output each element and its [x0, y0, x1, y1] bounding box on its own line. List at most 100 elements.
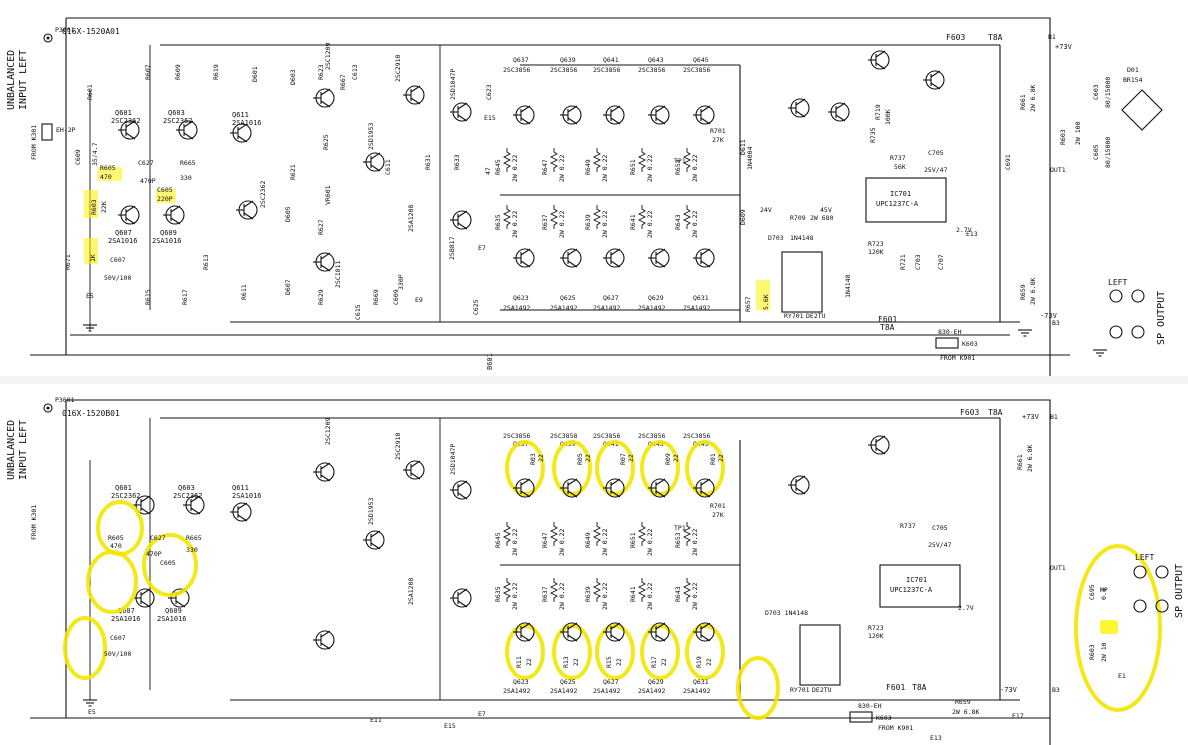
- r709-label: R709: [790, 214, 806, 222]
- bottom-relay-body: [799, 624, 841, 686]
- top-upper-transistor-part-q637: 2SC3856: [503, 66, 530, 74]
- input-jack: [43, 33, 53, 43]
- bottom-input-label-line2: INPUT LEFT: [18, 420, 29, 480]
- bottom-q621-part: 2SA1208: [407, 578, 415, 605]
- top-upper-transistor-part-q645: 2SC3856: [683, 66, 710, 74]
- left-label: LEFT: [1108, 278, 1127, 287]
- r605-value: 470: [100, 173, 112, 181]
- top-schematic: UNBALANCED INPUT LEFT P3601 016X-1520A01…: [6, 17, 1167, 380]
- bottom-v27-label: 2.7V: [958, 604, 974, 612]
- bottom-lower-transistor-part-q631: 2SA1492: [683, 687, 710, 695]
- bottom-from-k901-label: FROM K901: [878, 724, 913, 732]
- r701-value: 27K: [712, 136, 724, 144]
- bottom-lower-base-resistor-r13: R13: [562, 656, 570, 668]
- bottom-q601-part: 2SC2362: [111, 492, 141, 500]
- c627-value: 470P: [140, 177, 156, 185]
- ic701-part: UPC1237C-A: [876, 200, 919, 208]
- highlight-ring-input-2: [142, 533, 198, 597]
- bottom-r605-label: R605: [108, 534, 124, 542]
- bottom-upper-base-resistor-value-r03: 22: [537, 454, 545, 462]
- top-border: [66, 17, 1051, 380]
- r603-label: R603: [90, 199, 98, 215]
- r615-label: R615: [144, 289, 152, 305]
- bottom-emitter-resistor-value-r637: 2W 0.22: [558, 583, 566, 610]
- bottom-lower-transistor-label-q627: Q627: [603, 678, 619, 686]
- bottom-emitter-resistor-value-r635: 2W 0.22: [511, 583, 519, 610]
- top-lower-transistor-part-q625: 2SA1492: [550, 304, 577, 312]
- bottom-border: [66, 399, 1051, 745]
- bottom-r661-value: 2W 6.8K: [1026, 445, 1034, 472]
- highlight-ring-input-3: [86, 550, 138, 614]
- c705-label: C705: [928, 149, 944, 157]
- e7-label: E7: [478, 244, 486, 252]
- r619-label: R619: [212, 64, 220, 80]
- bottom-ic701-label: IC701: [906, 576, 927, 584]
- q603-part: 2SC2362: [163, 117, 193, 125]
- bridge-rectifier: [1121, 89, 1163, 131]
- bottom-lower-transistor-label-q625: Q625: [560, 678, 576, 686]
- bottom-upper-transistor-part-q639: 2SC3858: [550, 432, 577, 440]
- c705-value: 25V/47: [924, 166, 948, 174]
- v27-label: 2.7V: [956, 226, 972, 234]
- r709-value: 2W 680: [810, 214, 834, 222]
- top-emitter-resistor-value-r639: 2W 0.22: [601, 211, 609, 238]
- top-emitter-resistor-label-r649: R649: [584, 159, 592, 175]
- r667-label: R667: [339, 74, 347, 90]
- r671-label: R671: [64, 254, 72, 270]
- r737-label: R737: [890, 154, 906, 162]
- q613-symbol: [312, 88, 335, 108]
- top-emitter-resistor-value-r647: 2W 0.22: [558, 155, 566, 182]
- k603-header-type: 830-EH: [938, 328, 962, 336]
- q607-part: 2SA1016: [108, 237, 138, 245]
- r671-highlight: [84, 238, 98, 264]
- top-emitter-resistor-r641: [638, 204, 646, 230]
- bottom-upper-transistor-part-q641: 2SC3856: [593, 432, 620, 440]
- bottom-upper-base-resistor-r07: R07: [619, 453, 627, 465]
- sp-output-label: SP OUTPUT: [1156, 291, 1167, 345]
- d611-label: D611: [739, 139, 747, 155]
- q705-symbol: [867, 50, 890, 70]
- bottom-upper-base-resistor-value-r07: 22: [627, 454, 635, 462]
- bottom-emitter-resistor-label-r637: R637: [541, 586, 549, 602]
- top-lower-transistor-q629: [647, 248, 670, 268]
- q701-symbol: [787, 98, 810, 118]
- c609-label: C609: [74, 149, 82, 165]
- bottom-b1-label: B1: [1050, 413, 1058, 421]
- top-upper-transistor-q641: [602, 105, 625, 125]
- bottom-c695-label: C695: [1088, 584, 1096, 600]
- top-emitter-resistor-r645: [503, 147, 511, 173]
- r661-value: 2W 6.8K: [1029, 85, 1037, 112]
- bottom-q613-part: 2SC1209: [324, 418, 332, 445]
- bottom-emitter-resistor-r643: [683, 577, 691, 603]
- bottom-emitter-resistor-r645: [503, 521, 511, 547]
- top-emitter-resistor-value-r651: 2W 0.22: [646, 155, 654, 182]
- k603-header: [935, 337, 959, 349]
- bottom-k603-header: [849, 711, 873, 723]
- bottom-e15-label: E15: [444, 722, 456, 730]
- input-label-line2: INPUT LEFT: [18, 50, 29, 110]
- q621-part: 2SA1208: [407, 205, 415, 232]
- from-k301-label: FROM K301: [30, 125, 38, 160]
- bottom-emitter-resistor-value-r653: 2W 0.22: [691, 529, 699, 556]
- bottom-emitter-resistor-label-r651: R651: [629, 532, 637, 548]
- top-upper-transistor-q639: [559, 105, 582, 125]
- bottom-lower-base-resistor-value-r13: 22: [572, 658, 580, 666]
- top-upper-transistor-q643: [647, 105, 670, 125]
- bottom-emitter-resistor-label-r635: R635: [494, 586, 502, 602]
- bottom-ic701-body: [879, 564, 961, 608]
- ground-symbol-3: [1017, 329, 1033, 337]
- highlight-ring-output: [1074, 544, 1162, 712]
- d703-part: 1N4148: [790, 234, 814, 242]
- bottom-emitter-resistor-label-r649: R649: [584, 532, 592, 548]
- bottom-c695-value: 0.1: [1100, 588, 1108, 600]
- bottom-r659-label: R659: [955, 698, 971, 706]
- r665-value: 330: [180, 174, 192, 182]
- top-upper-transistor-part-q643: 2SC3856: [638, 66, 665, 74]
- r601-label: R601: [86, 84, 94, 100]
- bottom-upper-base-resistor-value-r01: 22: [717, 454, 725, 462]
- bottom-emitter-resistor-r635: [503, 577, 511, 603]
- top-emitter-resistor-value-r637: 2W 0.22: [558, 211, 566, 238]
- bottom-q635-symbol: [449, 480, 472, 500]
- bottom-board-id: 016X-1520B01: [62, 409, 120, 418]
- r661-label: R661: [1019, 94, 1027, 110]
